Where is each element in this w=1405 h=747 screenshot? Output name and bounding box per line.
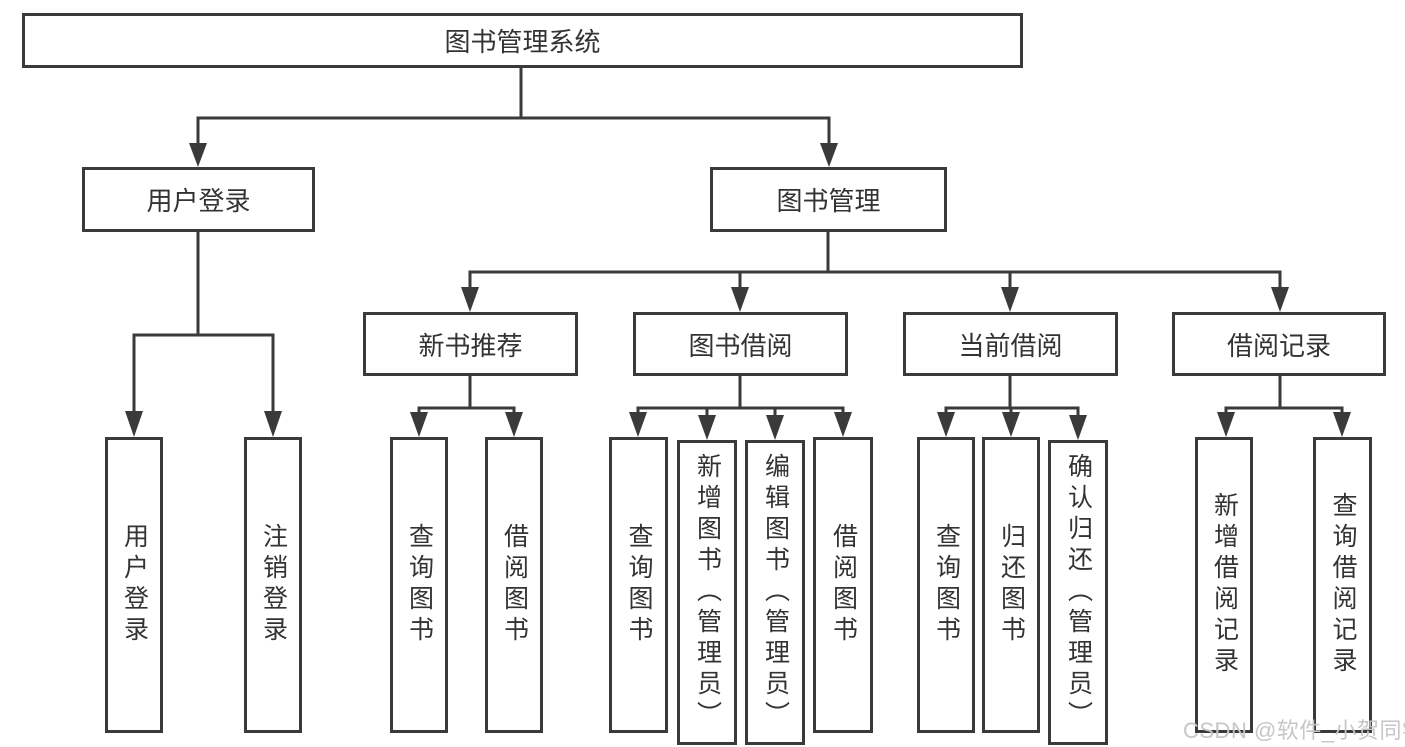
leaf-logout-label: 注销登录 <box>259 523 288 647</box>
node-root: 图书管理系统 <box>22 13 1023 68</box>
leaf-current-query-label: 查询图书 <box>932 523 961 647</box>
leaf-borrow-query: 查询图书 <box>609 437 668 733</box>
node-book-mgmt: 图书管理 <box>710 167 947 232</box>
node-root-label: 图书管理系统 <box>444 27 601 57</box>
node-new-books-label: 新书推荐 <box>418 330 523 361</box>
node-book-borrow: 图书借阅 <box>633 312 848 376</box>
leaf-records-add: 新增借阅记录 <box>1195 437 1253 733</box>
node-current-borrow-label: 当前借阅 <box>958 330 1063 361</box>
leaf-current-confirm-admin: 确认归还（管理员） <box>1048 440 1108 745</box>
node-borrow-records-label: 借阅记录 <box>1226 330 1331 361</box>
node-book-borrow-label: 图书借阅 <box>688 330 793 361</box>
leaf-current-return-label: 归还图书 <box>997 523 1026 647</box>
node-user-login-label: 用户登录 <box>146 186 251 216</box>
leaf-records-query: 查询借阅记录 <box>1313 437 1372 733</box>
leaf-borrow-edit-admin: 编辑图书（管理员） <box>745 440 805 745</box>
leaf-newbooks-borrow-label: 借阅图书 <box>500 523 529 647</box>
wire-current-to-leaves <box>937 374 1087 440</box>
leaf-borrow-edit-admin-label: 编辑图书（管理员） <box>761 453 790 732</box>
leaf-logout: 注销登录 <box>244 437 302 733</box>
leaf-newbooks-query-label: 查询图书 <box>405 523 434 647</box>
csdn-watermark: CSDN @软件_小贺同学 <box>1183 718 1405 743</box>
wire-records-to-leaves <box>1217 374 1351 437</box>
node-borrow-records: 借阅记录 <box>1172 312 1386 376</box>
node-new-books: 新书推荐 <box>363 312 578 376</box>
leaf-records-add-label: 新增借阅记录 <box>1210 492 1239 678</box>
leaf-newbooks-borrow: 借阅图书 <box>485 437 543 733</box>
leaf-borrow-borrow-label: 借阅图书 <box>829 523 858 647</box>
node-user-login: 用户登录 <box>82 167 315 232</box>
node-book-mgmt-label: 图书管理 <box>776 186 881 216</box>
leaf-newbooks-query: 查询图书 <box>390 437 448 733</box>
leaf-borrow-add-admin: 新增图书（管理员） <box>677 440 737 745</box>
wire-root-to-level2 <box>189 66 838 167</box>
leaf-user-login-label: 用户登录 <box>120 523 149 647</box>
leaf-user-login: 用户登录 <box>105 437 163 733</box>
leaf-current-confirm-admin-label: 确认归还（管理员） <box>1064 453 1093 732</box>
wire-bookmgmt-to-level3 <box>461 230 1289 312</box>
wire-newbooks-to-leaves <box>410 374 523 437</box>
leaf-records-query-label: 查询借阅记录 <box>1329 492 1357 678</box>
leaf-borrow-add-admin-label: 新增图书（管理员） <box>693 453 722 732</box>
leaf-current-return: 归还图书 <box>982 437 1040 733</box>
node-current-borrow: 当前借阅 <box>903 312 1118 376</box>
wire-userlogin-to-leaves <box>125 230 282 437</box>
wire-borrow-to-leaves <box>629 374 852 440</box>
leaf-current-query: 查询图书 <box>917 437 975 733</box>
leaf-borrow-query-label: 查询图书 <box>625 523 653 647</box>
leaf-borrow-borrow: 借阅图书 <box>813 437 873 733</box>
